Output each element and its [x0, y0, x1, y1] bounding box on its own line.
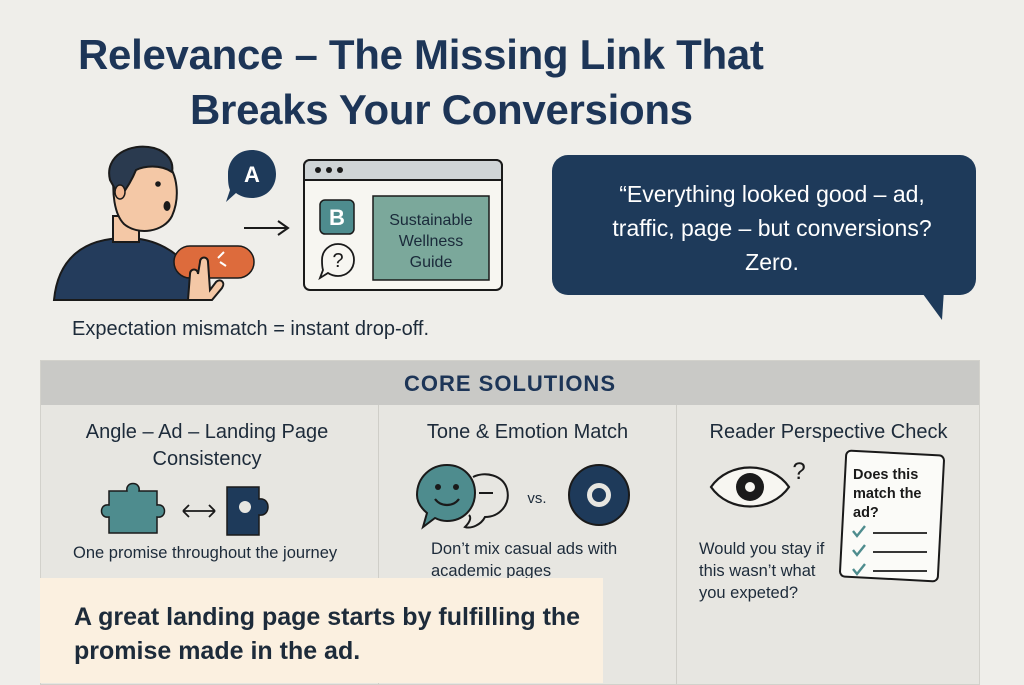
ad-button [173, 245, 255, 279]
mismatch-illustration: A B Sustainable Wellness Guide [40, 140, 520, 310]
casual-chat-icon [415, 463, 509, 530]
bubble-a-label: A [244, 162, 260, 187]
hand-pointer-icon [186, 256, 225, 301]
landing-heading-line-1: Sustainable [389, 212, 473, 229]
landing-heading-line-3: Guide [410, 254, 453, 271]
mismatch-scene: A B Sustainable Wellness Guide [52, 145, 503, 301]
badge-b-label: B [329, 205, 345, 230]
takeaway-text: A great landing page starts by fulfillin… [74, 603, 581, 665]
question-bubble-icon [318, 243, 355, 281]
solution-title: Angle – Ad – Landing Page Consistency [85, 421, 329, 470]
eye-question-mark: ? [792, 458, 805, 485]
landing-heading-line-2: Wellness [399, 233, 464, 250]
arrow-right-icon [244, 220, 290, 236]
landing-heading-panel [372, 195, 490, 281]
solution-desc: One promise throughout the journey [73, 544, 338, 562]
solution-consistency: Angle – Ad – Landing Page Consistency On… [41, 405, 377, 684]
solution-title: Tone & Emotion Match [426, 421, 629, 443]
formal-seal-icon [568, 464, 630, 526]
mismatch-caption: Expectation mismatch = instant drop-off. [72, 318, 430, 340]
quote-bubble: “Everything looked good – ad, traffic, p… [552, 155, 976, 295]
core-solutions-header: CORE SOLUTIONS [41, 361, 979, 405]
badge-b [319, 199, 355, 235]
check-icon [852, 544, 927, 557]
eye-icon: ? [709, 458, 806, 508]
solution-tone-match: Tone & Emotion Match vs. Don’t mix casua… [378, 405, 676, 684]
quote-text: “Everything looked good – ad, traffic, p… [612, 181, 932, 275]
browser-window: B Sustainable Wellness Guide ? [303, 159, 503, 291]
takeaway-banner: A great landing page starts by fulfillin… [40, 578, 603, 683]
page-title-line-1: Relevance – The Missing Link That [78, 31, 764, 78]
quote-bubble-tail [920, 290, 944, 320]
solution-desc: Don’t mix casual ads with academic pages [431, 540, 618, 580]
checklist-title-line-2: match the [853, 486, 922, 502]
puzzle-pieces-icon [100, 482, 269, 536]
question-mark: ? [332, 250, 343, 272]
check-icon [852, 563, 927, 576]
checklist-title-line-3: ad? [853, 505, 879, 521]
tone-comparison: vs. [415, 463, 630, 530]
vs-label: vs. [527, 490, 546, 507]
page-title-line-2: Breaks Your Conversions [190, 86, 693, 133]
solution-reader-perspective: Reader Perspective Check ? Does this mat… [676, 405, 980, 684]
solution-desc: Would you stay if this wasn’t what you e… [699, 540, 825, 602]
person-icon [52, 145, 191, 301]
checklist-card: Does this match the ad? [839, 449, 945, 583]
speech-bubble-a: A [226, 150, 276, 202]
check-icon [852, 525, 927, 538]
checklist-title-line-1: Does this [853, 467, 918, 483]
solution-title: Reader Perspective Check [709, 421, 948, 443]
